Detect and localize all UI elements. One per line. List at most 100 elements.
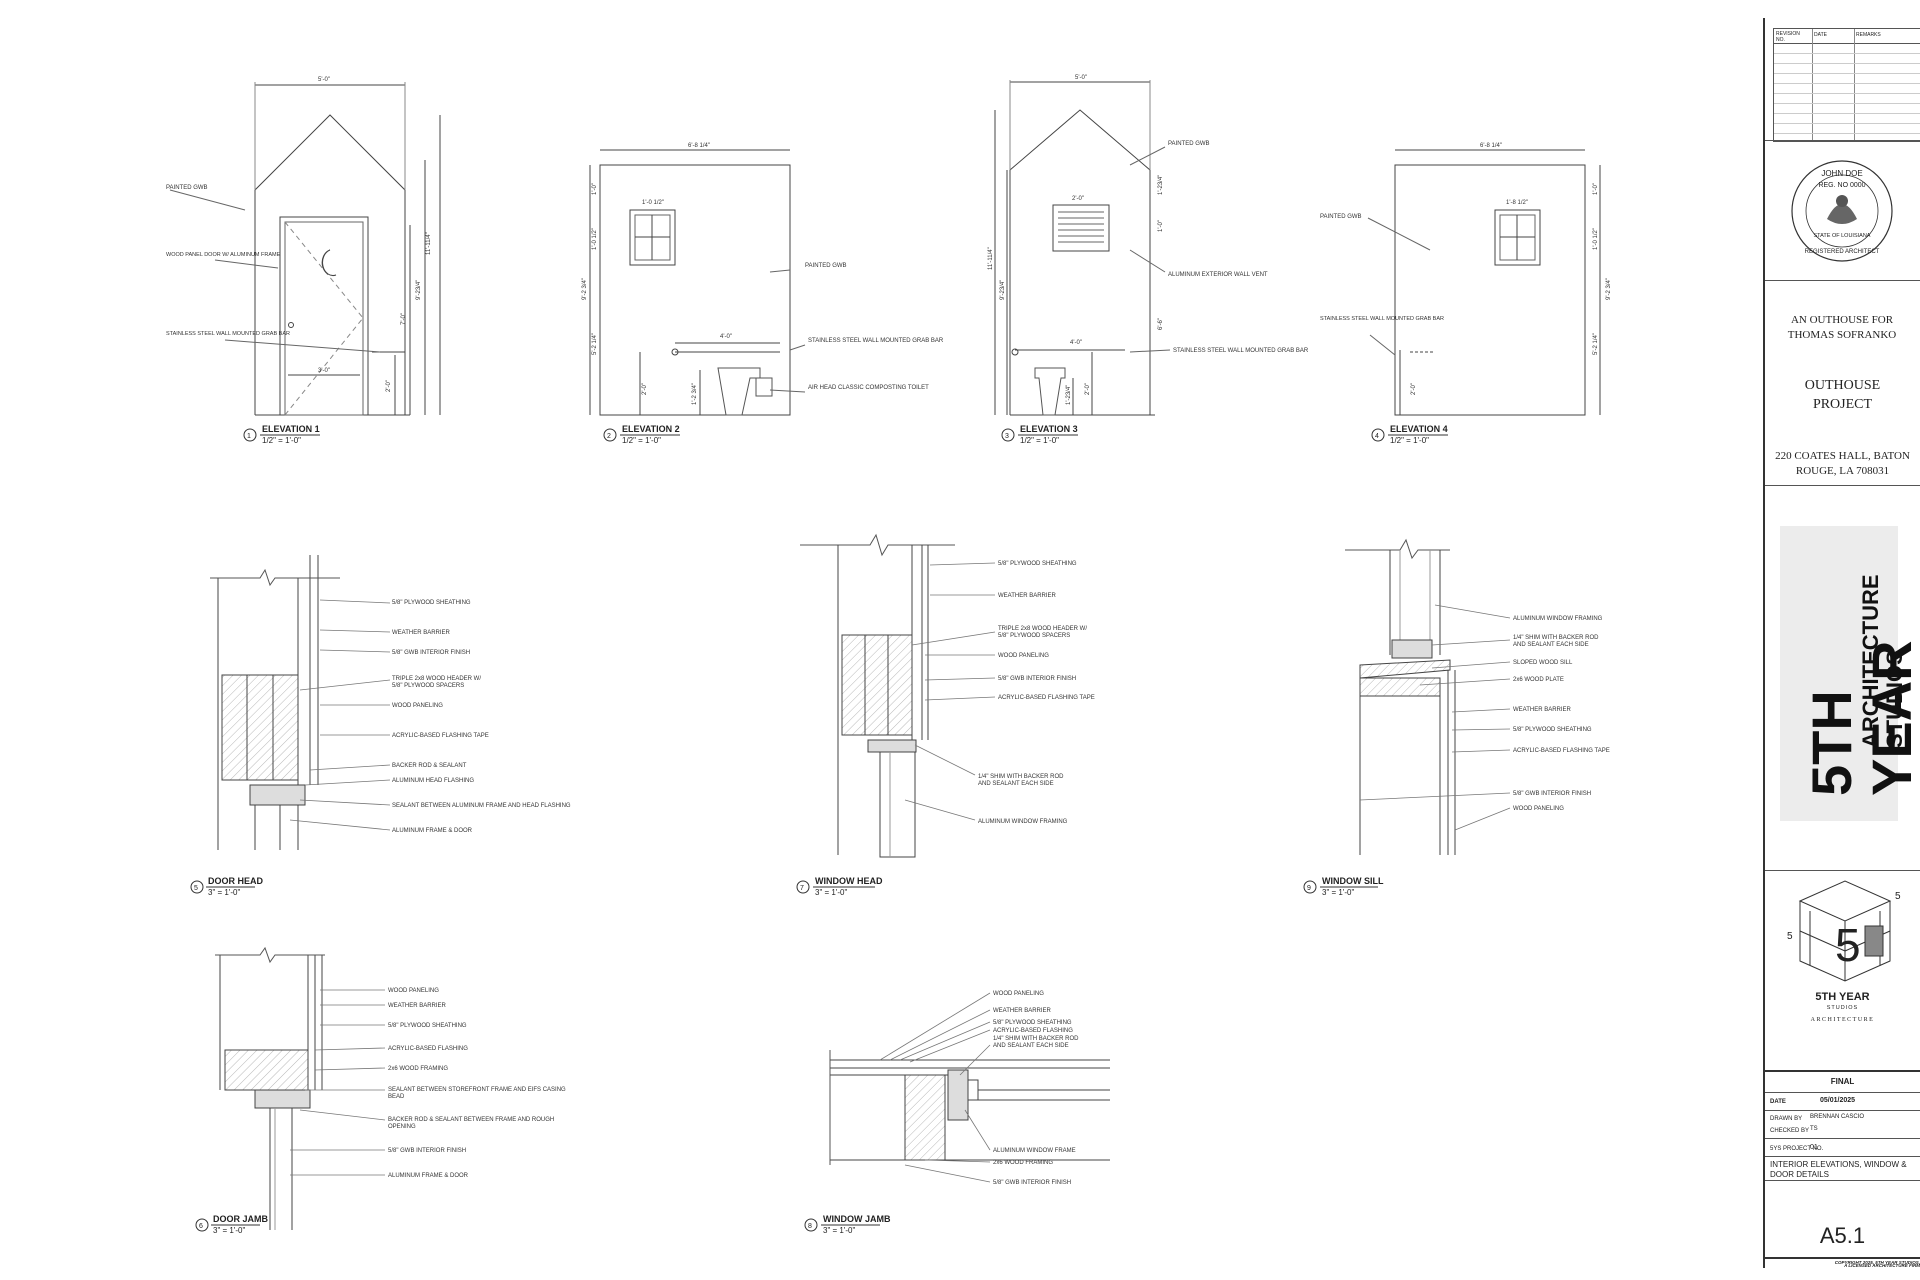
d7-label: 5/8" PLYWOOD SPACERS [998, 633, 1070, 639]
project-no-value: 01 [1810, 1144, 1818, 1151]
svg-text:5: 5 [1787, 931, 1793, 942]
elev2-dim: 1'-0" [592, 183, 598, 195]
d9-label: ACRYLIC-BASED FLASHING TAPE [1513, 748, 1610, 754]
svg-text:3" = 1'-0": 3" = 1'-0" [823, 1226, 855, 1235]
title-block: REVISION NO. DATE REMARKS JOHN DOE REG. … [1763, 18, 1920, 1268]
elev4-dim: 1'-0" [1593, 183, 1599, 195]
elev3-label: ALUMINUM EXTERIOR WALL VENT [1168, 272, 1268, 278]
detail-door-head [210, 555, 391, 850]
elev1-label: PAINTED GWB [166, 185, 208, 191]
status-label: FINAL [1830, 1077, 1855, 1086]
d6-label: OPENING [388, 1124, 416, 1130]
drawn-by-value: BRENNAN CASCIO [1810, 1114, 1865, 1120]
sheet-description: INTERIOR ELEVATIONS, WINDOW & DOOR DETAI… [1770, 1160, 1907, 1179]
svg-text:1/2" = 1'-0": 1/2" = 1'-0" [1020, 436, 1059, 445]
elev1-dim: 2'-0" [386, 380, 392, 392]
d8-label: ACRYLIC-BASED FLASHING [993, 1028, 1073, 1034]
svg-text:5: 5 [1835, 919, 1861, 971]
elev2-label: AIR HEAD CLASSIC COMPOSTING TOILET [808, 385, 929, 391]
firm-logo: 5 5 5 5TH YEAR STUDIOS ARCHITECTURE [1765, 870, 1920, 1071]
drawn-by-label: DRAWN BY [1770, 1116, 1803, 1122]
elev2-dim: 6'-8 1/4" [688, 143, 710, 149]
elev4-dim: 9'-2 3/4" [1606, 278, 1612, 300]
elev3-dim: 2'-0" [1085, 383, 1091, 395]
elev3-dim: 6'-6" [1158, 318, 1164, 330]
elev3-dim: 5'-0" [1075, 75, 1087, 81]
date-value: 05/01/2025 [1820, 1097, 1856, 1104]
logo-name: 5TH YEAR [1815, 991, 1870, 1003]
title-d7: 7 WINDOW HEAD 3" = 1'-0" [796, 876, 883, 897]
elev4-dim: 2'-0" [1411, 383, 1417, 395]
project-address: 220 COATES HALL, BATON ROUGE, LA 708031 [1775, 450, 1910, 477]
elevation-1 [169, 82, 441, 416]
d8-label: 5/8" PLYWOOD SHEATHING [993, 1020, 1072, 1026]
title-d5: 5 DOOR HEAD 3" = 1'-0" [190, 876, 264, 897]
d6-label: BEAD [388, 1094, 405, 1100]
brand-sub-studios: STUDIOS [1882, 650, 1907, 748]
project-for: AN OUTHOUSE FOR THOMAS SOFRANKO [1787, 314, 1897, 341]
elev1-dim: 5'-0" [318, 77, 330, 83]
d7-label: ACRYLIC-BASED FLASHING TAPE [998, 695, 1095, 701]
brand-sub-architecture: ARCHITECTURE [1858, 574, 1883, 748]
brand-title: 5TH YEAR [1800, 640, 1920, 796]
title-elev3: 3 ELEVATION 3 1/2" = 1'-0" [1001, 424, 1078, 445]
d5-label: ACRYLIC-BASED FLASHING TAPE [392, 733, 489, 739]
elev3-dim: 9'-23/4" [1000, 280, 1006, 300]
rev-header-no: REVISION NO. [1776, 31, 1800, 43]
copyright-line-1: COPYRIGHT 2025, 5TH YEAR STUDIOS, [1834, 1260, 1920, 1265]
svg-text:DOOR JAMB: DOOR JAMB [213, 1214, 269, 1224]
d6-label: ACRYLIC-BASED FLASHING [388, 1046, 468, 1052]
svg-text:JOHN DOE: JOHN DOE [1821, 169, 1862, 178]
svg-text:WINDOW HEAD: WINDOW HEAD [815, 876, 883, 886]
elev3-dim: 1'-23/4" [1158, 175, 1164, 195]
d5-label: SEALANT BETWEEN ALUMINUM FRAME AND HEAD … [392, 803, 571, 809]
elev3-dim: 4'-0" [1070, 340, 1082, 346]
svg-text:3" = 1'-0": 3" = 1'-0" [213, 1226, 245, 1235]
d6-label: 5/8" GWB INTERIOR FINISH [388, 1148, 466, 1154]
elev2-dim: 4'-0" [720, 334, 732, 340]
title-elev1: 1 ELEVATION 1 1/2" = 1'-0" [243, 424, 320, 445]
rev-header-date: DATE [1814, 32, 1827, 38]
svg-text:REGISTERED ARCHITECT: REGISTERED ARCHITECT [1805, 249, 1880, 255]
title-d9: 9 WINDOW SILL 3" = 1'-0" [1303, 876, 1384, 897]
d5-label: 5/8" GWB INTERIOR FINISH [392, 650, 470, 656]
sheet-info: FINAL DATE 05/01/2025 DRAWN BY BRENNAN C… [1765, 1070, 1920, 1182]
sheet-number: A5.1 [1819, 1223, 1866, 1248]
elev2-label: STAINLESS STEEL WALL MOUNTED GRAB BAR [808, 338, 944, 344]
detail-door-jamb [215, 946, 386, 1230]
logo-studios: STUDIOS [1826, 1005, 1859, 1011]
svg-text:3" = 1'-0": 3" = 1'-0" [208, 888, 240, 897]
d8-label: ALUMINUM WINDOW FRAME [993, 1148, 1076, 1154]
svg-text:2: 2 [607, 433, 611, 440]
d6-label: WOOD PANELING [388, 988, 439, 994]
elev1-dim: 3'-0" [318, 368, 330, 374]
elevation-4 [1367, 149, 1601, 416]
svg-text:ELEVATION 2: ELEVATION 2 [622, 424, 680, 434]
svg-text:REG. NO 0000: REG. NO 0000 [1818, 182, 1865, 189]
elev1-dim: 11'-11/4" [426, 232, 432, 255]
svg-text:3" = 1'-0": 3" = 1'-0" [815, 888, 847, 897]
elev2-dim: 1'-0 1/2" [642, 200, 664, 206]
svg-text:1/2" = 1'-0": 1/2" = 1'-0" [262, 436, 301, 445]
elev2-dim: 1'-2 3/4" [692, 383, 698, 405]
d8-label: 1/4" SHIM WITH BACKER ROD [993, 1036, 1079, 1042]
d5-label: ALUMINUM FRAME & DOOR [392, 828, 473, 834]
elev3-dim: 11'-11/4" [988, 247, 994, 270]
elev1-dim: 9'-23/4" [416, 280, 422, 300]
d9-label: 1/4" SHIM WITH BACKER ROD [1513, 635, 1599, 641]
date-label: DATE [1770, 1099, 1786, 1105]
title-elev2: 2 ELEVATION 2 1/2" = 1'-0" [603, 424, 680, 445]
svg-text:DOOR HEAD: DOOR HEAD [208, 876, 264, 886]
svg-text:ELEVATION 3: ELEVATION 3 [1020, 424, 1078, 434]
elev2-dim: 5'-2 1/4" [592, 333, 598, 355]
d8-label: WEATHER BARRIER [993, 1008, 1052, 1014]
d5-label: TRIPLE 2x8 WOOD HEADER W/ [392, 676, 481, 682]
detail-window-head [800, 533, 996, 858]
d6-label: SEALANT BETWEEN STOREFRONT FRAME AND EIF… [388, 1087, 566, 1093]
project-no-label: 5YS PROJECT NO. [1770, 1146, 1824, 1152]
d5-label: 5/8" PLYWOOD SPACERS [392, 683, 464, 689]
d9-label: WEATHER BARRIER [1513, 707, 1572, 713]
elev2-dim: 2'-0" [642, 383, 648, 395]
elev1-label: STAINLESS STEEL WALL MOUNTED GRAB BAR [166, 331, 290, 337]
d8-label: WOOD PANELING [993, 991, 1044, 997]
